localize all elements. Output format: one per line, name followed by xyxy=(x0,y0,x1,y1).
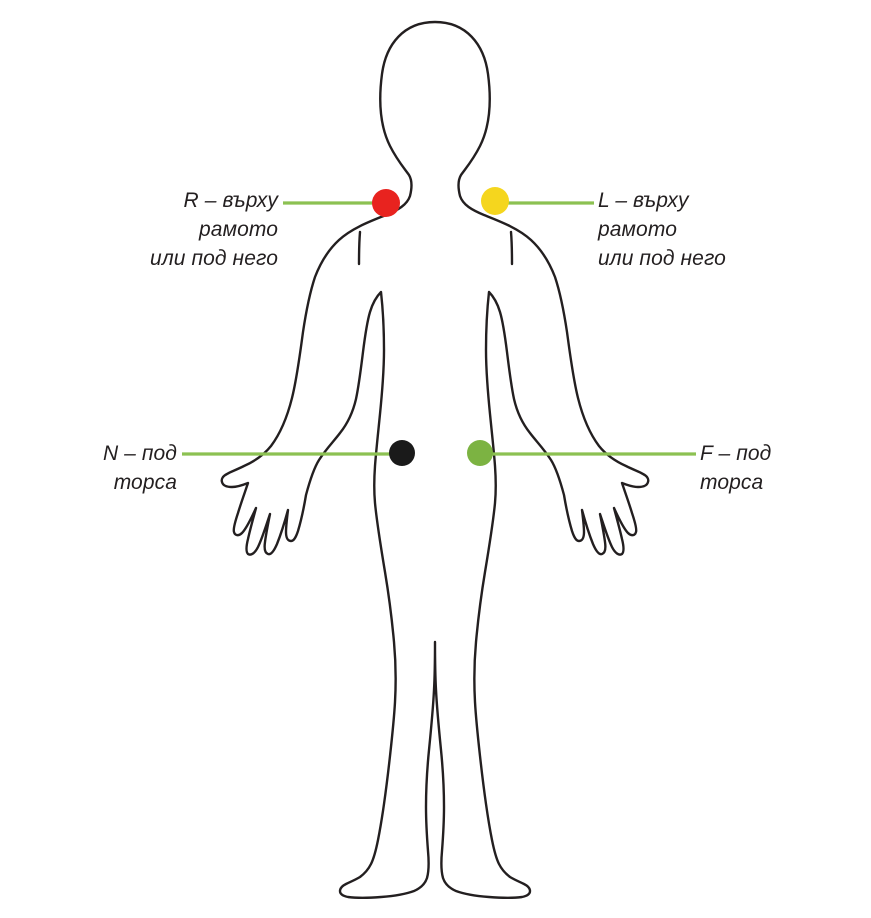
electrode-label-N: N – под торса xyxy=(0,439,177,497)
electrode-dot-L[interactable] xyxy=(481,187,509,215)
electrode-label-F: F – под торса xyxy=(700,439,871,497)
electrode-label-L-line2: рамото xyxy=(598,218,677,241)
electrode-label-L-line3: или под него xyxy=(598,247,726,270)
electrode-label-R-line2: рамото xyxy=(199,218,278,241)
electrode-label-N-line2: торса xyxy=(113,471,177,494)
electrode-label-F-line2: торса xyxy=(700,471,764,494)
electrode-label-F-line1: F – под xyxy=(700,442,772,465)
electrode-dot-N[interactable] xyxy=(389,440,415,466)
electrode-label-R: R – върху рамото или под него xyxy=(0,186,278,273)
electrode-label-L-line1: L – върху xyxy=(598,189,689,212)
electrode-dot-R[interactable] xyxy=(372,189,400,217)
electrode-label-R-line1: R – върху xyxy=(183,189,278,212)
body-outline-path xyxy=(220,20,650,899)
electrode-connector-lines xyxy=(182,201,696,456)
electrode-label-N-line1: N – под xyxy=(102,442,177,465)
electrode-dot-F[interactable] xyxy=(467,440,493,466)
electrode-label-R-line3: или под него xyxy=(150,247,278,270)
electrode-label-L: L – върху рамото или под него xyxy=(598,186,871,273)
